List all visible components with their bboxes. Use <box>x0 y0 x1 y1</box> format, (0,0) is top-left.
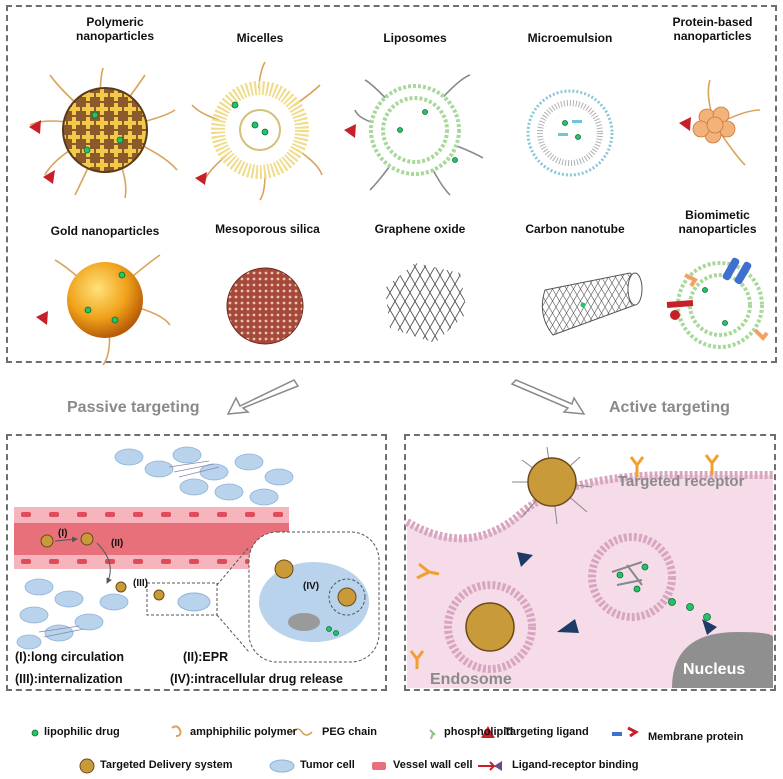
carbon-nanotube-illustration <box>541 272 643 336</box>
legend-phospholipid: phospholipid <box>444 726 514 738</box>
label-carbon-nanotube: Carbon nanotube <box>525 222 625 236</box>
legend-icons <box>31 725 639 774</box>
legend-targeted-delivery-system: Targeted Delivery system <box>100 759 233 771</box>
label-liposomes: Liposomes <box>383 31 447 45</box>
label-protein-based-nanoparticles: Protein-based nanoparticles <box>672 15 753 43</box>
legend-amphiphilic-polymer: amphiphilic polymer <box>190 726 297 738</box>
polymeric-nanoparticle-illustration <box>29 67 178 199</box>
label-micelles: Micelles <box>236 31 284 45</box>
targeted-receptor-label: Targeted receptor <box>618 473 745 490</box>
gold-nanoparticle-illustration <box>36 254 171 366</box>
passive-targeting-title: Passive targeting <box>67 399 200 416</box>
graphene-oxide-illustration <box>385 263 467 343</box>
arrow-to-active <box>510 379 586 415</box>
liposome-illustration <box>344 74 484 196</box>
nanocarrier-types-panel <box>6 5 777 363</box>
arrow-to-passive <box>226 379 300 415</box>
biomimetic-nanoparticle-illustration <box>666 257 769 349</box>
passive-step-label-4: (IV) <box>303 581 320 592</box>
legend-lipophilic-drug: lipophilic drug <box>44 726 120 738</box>
caption-internalization: (III):internalization <box>15 672 123 686</box>
passive-targeting-illustration <box>14 446 380 663</box>
legend-targeting-ligand: Targeting ligand <box>504 726 589 738</box>
legend-ligand-receptor-binding: Ligand-receptor binding <box>512 759 639 771</box>
label-graphene-oxide: Graphene oxide <box>374 222 466 236</box>
label-biomimetic-nanoparticles: Biomimetic nanoparticles <box>678 208 757 236</box>
nucleus-label: Nucleus <box>683 661 746 678</box>
caption-intracellular-drug-release: (IV):intracellular drug release <box>170 672 343 686</box>
mesoporous-silica-illustration <box>226 267 304 345</box>
micelle-illustration <box>191 61 323 201</box>
active-targeting-panel <box>404 434 776 691</box>
passive-step-label-2: (II) <box>111 538 124 549</box>
legend-membrane-protein: Membrane protein <box>648 731 744 743</box>
caption-long-circulation: (I):long circulation <box>15 650 125 664</box>
microemulsion-illustration <box>526 89 614 177</box>
active-targeting-illustration <box>404 446 773 688</box>
label-mesoporous-silica: Mesoporous silica <box>215 222 320 236</box>
label-microemulsion: Microemulsion <box>527 31 613 45</box>
passive-targeting-panel <box>6 434 387 691</box>
caption-epr: (II):EPR <box>183 650 229 664</box>
protein-nanoparticle-illustration <box>679 79 761 166</box>
passive-step-label-3: (III) <box>133 578 148 589</box>
passive-step-label-1: (I) <box>58 528 68 539</box>
active-targeting-title: Active targeting <box>609 399 730 416</box>
legend-vessel-wall-cell: Vessel wall cell <box>393 759 473 771</box>
endosome-label: Endosome <box>430 671 512 688</box>
label-gold-nanoparticles: Gold nanoparticles <box>50 224 160 238</box>
legend-tumor-cell: Tumor cell <box>300 759 355 771</box>
legend-peg-chain: PEG chain <box>322 726 378 738</box>
label-polymeric-nanoparticles: Polymeric nanoparticles <box>75 15 155 43</box>
